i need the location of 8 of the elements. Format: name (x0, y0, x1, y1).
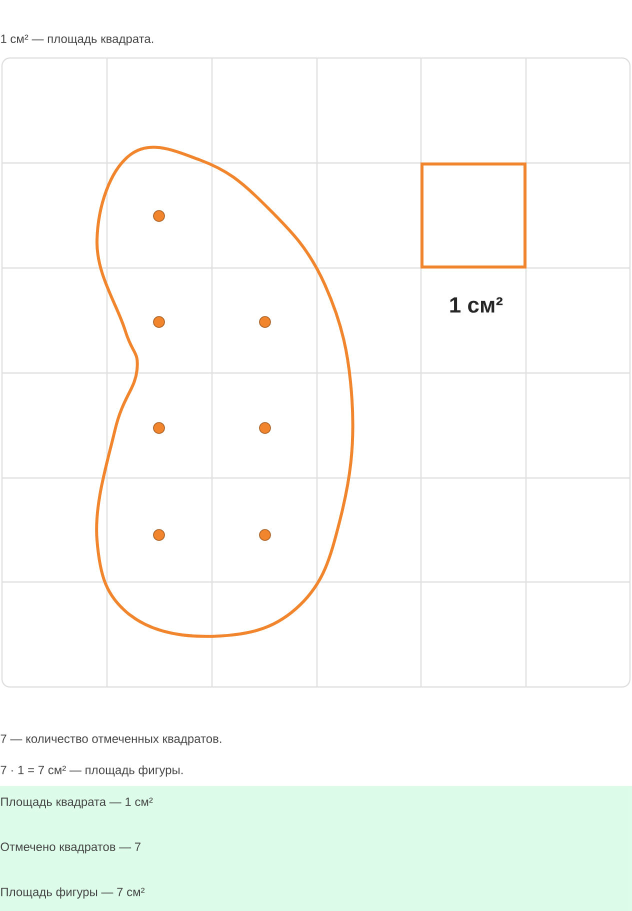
area-label: 1 см² (450, 297, 503, 313)
unit-square (420, 162, 526, 268)
note: 1 см² — площадь квадрата. (1, 34, 154, 46)
summary-line: Площадь квадрата — 1 см² (1, 798, 153, 808)
summary-line: Площадь фигуры — 7 см² (1, 887, 145, 899)
note: 7 · 1 = 7 см² — площадь фигуры. (0, 765, 183, 777)
summary-line: Отмечено квадратов — 7 (0, 842, 140, 854)
note: 7 — количество отмеченных квадратов. (0, 734, 222, 746)
